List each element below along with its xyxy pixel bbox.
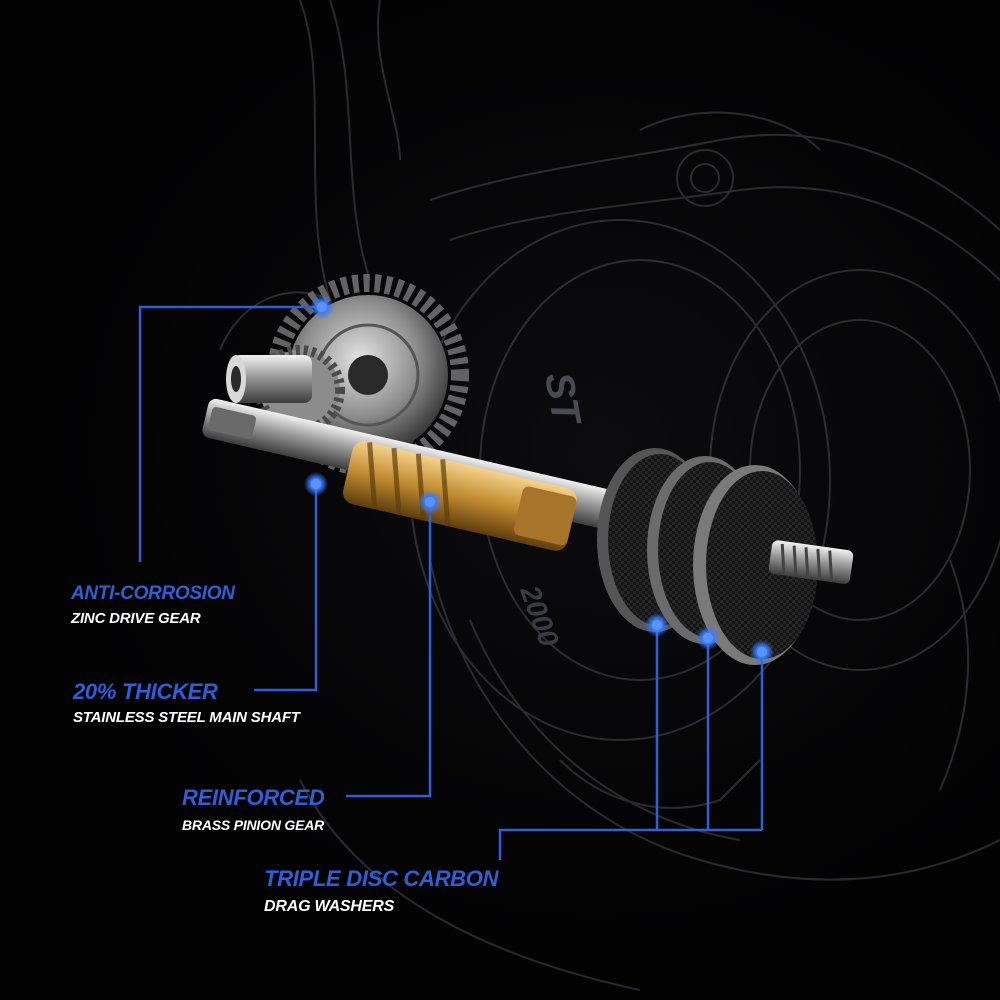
callout-headline: REINFORCED xyxy=(182,785,325,810)
callout-headline: 20% THICKER xyxy=(73,679,218,704)
callout-subline: STAINLESS STEEL MAIN SHAFT xyxy=(73,709,300,726)
carbon-drag-washers xyxy=(597,448,854,665)
zinc-drive-gear xyxy=(226,274,469,476)
callout-subline: ZINC DRIVE GEAR xyxy=(71,610,201,627)
callout-markers xyxy=(304,295,774,664)
brass-pinion-gear xyxy=(343,441,577,551)
callout-thicker-shaft: 20% THICKER STAINLESS STEEL MAIN SHAFT xyxy=(73,679,300,726)
callout-reinforced: REINFORCED BRASS PINION GEAR xyxy=(182,785,325,833)
callout-headline: TRIPLE DISC CARBON xyxy=(264,866,499,891)
callout-leader-lines xyxy=(138,305,764,860)
brand-marking: ST xyxy=(536,369,589,430)
callout-anti-corrosion: ANTI-CORROSION ZINC DRIVE GEAR xyxy=(71,583,235,627)
callout-subline: DRAG WASHERS xyxy=(264,898,395,915)
callout-headline: ANTI-CORROSION xyxy=(71,583,235,604)
callout-subline: BRASS PINION GEAR xyxy=(182,817,325,833)
callout-drag-washers: TRIPLE DISC CARBON DRAG WASHERS xyxy=(264,866,498,916)
model-marking: 2000 xyxy=(514,581,565,651)
